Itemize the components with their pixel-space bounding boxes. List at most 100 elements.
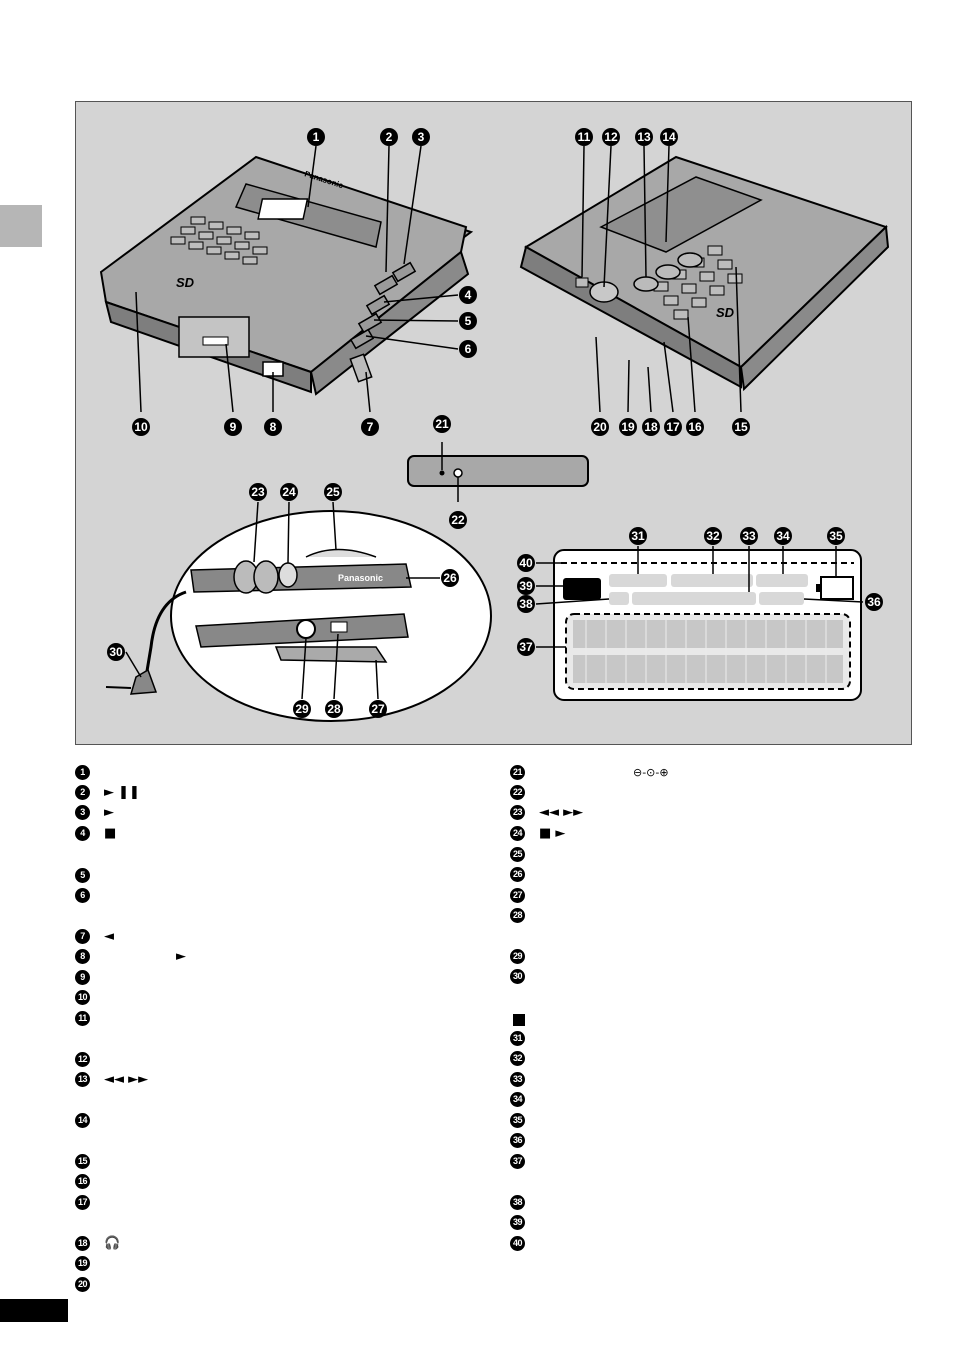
legend-item-11: 11 xyxy=(75,1010,104,1026)
diagram-svg: Panasonic SD xyxy=(99,128,890,722)
svg-text:24: 24 xyxy=(282,485,296,499)
svg-text:7: 7 xyxy=(367,420,374,434)
svg-text:34: 34 xyxy=(776,529,790,543)
back-unit: SD xyxy=(519,145,890,413)
svg-text:30: 30 xyxy=(109,645,123,659)
legend-item-28: 28 xyxy=(510,907,539,923)
callout-27: 27 xyxy=(369,700,387,718)
callout-16: 16 xyxy=(686,418,704,436)
legend-item-25: 25 xyxy=(510,846,539,862)
svg-text:8: 8 xyxy=(270,420,277,434)
legend-item-20: 20 xyxy=(75,1276,104,1292)
svg-text:16: 16 xyxy=(688,420,702,434)
callout-17: 17 xyxy=(664,418,682,436)
callout-20: 20 xyxy=(591,418,609,436)
svg-text:11: 11 xyxy=(578,130,591,144)
callout-4: 4 xyxy=(459,286,477,304)
legend-item-9: 9 xyxy=(75,969,104,985)
remote-control-view: Panasonic xyxy=(105,501,492,722)
callout-33: 33 xyxy=(740,527,758,545)
callout-19: 19 xyxy=(619,418,637,436)
legend-item-31: 31 xyxy=(510,1030,539,1046)
svg-text:25: 25 xyxy=(326,485,340,499)
svg-text:23: 23 xyxy=(251,485,265,499)
svg-text:17: 17 xyxy=(666,420,680,434)
callout-21: 21 xyxy=(433,415,451,433)
legend-item-5: 5 xyxy=(75,867,104,883)
legend-item-7: 7◄ xyxy=(75,928,114,944)
callout-34: 34 xyxy=(774,527,792,545)
legend-item-35: 35 xyxy=(510,1112,539,1128)
legend-item-18: 18🎧 xyxy=(75,1235,120,1251)
callout-10: 10 xyxy=(132,418,150,436)
front-sd-logo: SD xyxy=(176,275,195,290)
legend-item-29: 29 xyxy=(510,948,539,964)
svg-text:26: 26 xyxy=(443,571,457,585)
legend-item-38: 38 xyxy=(510,1194,539,1210)
callout-39: 39 xyxy=(517,577,535,595)
svg-text:21: 21 xyxy=(435,417,449,431)
callout-1: 1 xyxy=(307,128,325,146)
svg-text:5: 5 xyxy=(465,314,472,328)
svg-text:39: 39 xyxy=(519,579,533,593)
callout-12: 12 xyxy=(602,128,620,146)
legend-item-40: 40 xyxy=(510,1235,539,1251)
legend-item-37: 37 xyxy=(510,1153,539,1169)
svg-text:40: 40 xyxy=(519,556,533,570)
svg-text:28: 28 xyxy=(327,702,341,716)
callout-23: 23 xyxy=(249,483,267,501)
callout-8: 8 xyxy=(264,418,282,436)
callout-37: 37 xyxy=(517,638,535,656)
svg-text:19: 19 xyxy=(621,420,635,434)
svg-text:13: 13 xyxy=(637,130,651,144)
page-footer-bar xyxy=(0,1299,68,1322)
legend-item-13: 13◄◄ ►► xyxy=(75,1071,148,1087)
legend-item-6: 6 xyxy=(75,887,104,903)
callout-40: 40 xyxy=(517,554,535,572)
svg-text:32: 32 xyxy=(706,529,720,543)
svg-text:12: 12 xyxy=(604,130,618,144)
legend-item-16: 16 xyxy=(75,1173,104,1189)
legend-item-4: 4■ xyxy=(75,825,116,841)
legend-item-23: 23◄◄ ►► xyxy=(510,804,583,820)
svg-text:3: 3 xyxy=(418,130,425,144)
callout-7: 7 xyxy=(361,418,379,436)
legend-item-27: 27 xyxy=(510,887,539,903)
lcd-display-view xyxy=(535,546,864,701)
headphones-icon: 🎧 xyxy=(104,1235,121,1251)
legend-item-30: 30 xyxy=(510,968,539,984)
legend-item-39: 39 xyxy=(510,1214,539,1230)
callout-22: 22 xyxy=(449,511,467,529)
legend-item-17: 17 xyxy=(75,1194,104,1210)
svg-text:31: 31 xyxy=(631,529,645,543)
legend-item-26: 26 xyxy=(510,866,539,882)
callout-32: 32 xyxy=(704,527,722,545)
front-unit: Panasonic SD xyxy=(99,145,474,413)
dc-polarity-icon: ⊖-⊙-⊕ xyxy=(633,765,669,779)
svg-text:33: 33 xyxy=(742,529,756,543)
back-sd-logo: SD xyxy=(716,305,735,320)
section-tab xyxy=(0,205,42,247)
svg-text:9: 9 xyxy=(230,420,237,434)
callout-26: 26 xyxy=(441,569,459,587)
callout-11: 11 xyxy=(575,128,593,146)
svg-text:36: 36 xyxy=(867,595,881,609)
svg-text:38: 38 xyxy=(519,597,533,611)
svg-text:27: 27 xyxy=(371,702,385,716)
callout-29: 29 xyxy=(293,700,311,718)
callout-28: 28 xyxy=(325,700,343,718)
svg-text:2: 2 xyxy=(386,130,393,144)
callout-13: 13 xyxy=(635,128,653,146)
callout-24: 24 xyxy=(280,483,298,501)
svg-text:1: 1 xyxy=(313,130,320,144)
callout-31: 31 xyxy=(629,527,647,545)
legend-item-33: 33 xyxy=(510,1071,539,1087)
callout-38: 38 xyxy=(517,595,535,613)
callout-9: 9 xyxy=(224,418,242,436)
legend-item-3: 3► xyxy=(75,804,114,820)
svg-text:35: 35 xyxy=(829,529,843,543)
svg-text:6: 6 xyxy=(465,342,472,356)
callout-2: 2 xyxy=(380,128,398,146)
callout-18: 18 xyxy=(642,418,660,436)
legend-item-21: 21⊖-⊙-⊕ xyxy=(510,764,669,780)
